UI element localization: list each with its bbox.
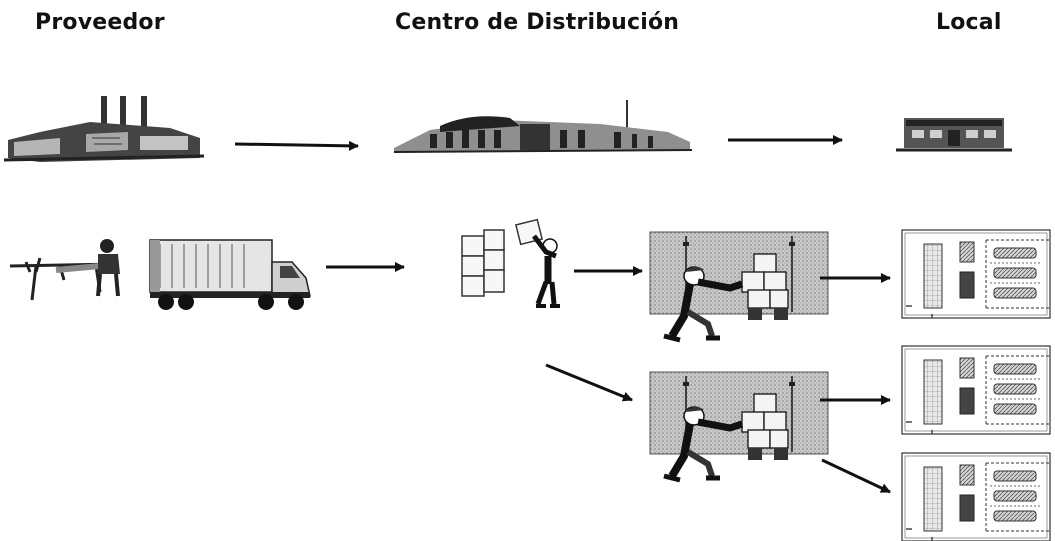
box-stack-worker-icon (461, 218, 560, 308)
distribution-building-icon (393, 100, 693, 153)
distribution-center-title: Centro de Distribución (395, 10, 680, 35)
store-column-title: Local (936, 10, 1002, 35)
flow-arrow (821, 458, 891, 494)
cross-dock-worker-icon (650, 372, 828, 480)
loading-dock-worker-icon (9, 239, 120, 301)
cross-dock-worker-icon (650, 232, 828, 340)
store-shelf-layout-icon (901, 452, 1051, 541)
store-shelf-layout-icon (901, 229, 1051, 319)
flow-arrow (545, 363, 633, 402)
truck-icon (149, 239, 311, 310)
factory-icon (3, 96, 205, 162)
store-shelf-layout-icon (901, 345, 1051, 435)
supplier-column-title: Proveedor (35, 10, 165, 35)
store-building-icon (896, 118, 1012, 152)
flow-arrow (234, 140, 359, 151)
